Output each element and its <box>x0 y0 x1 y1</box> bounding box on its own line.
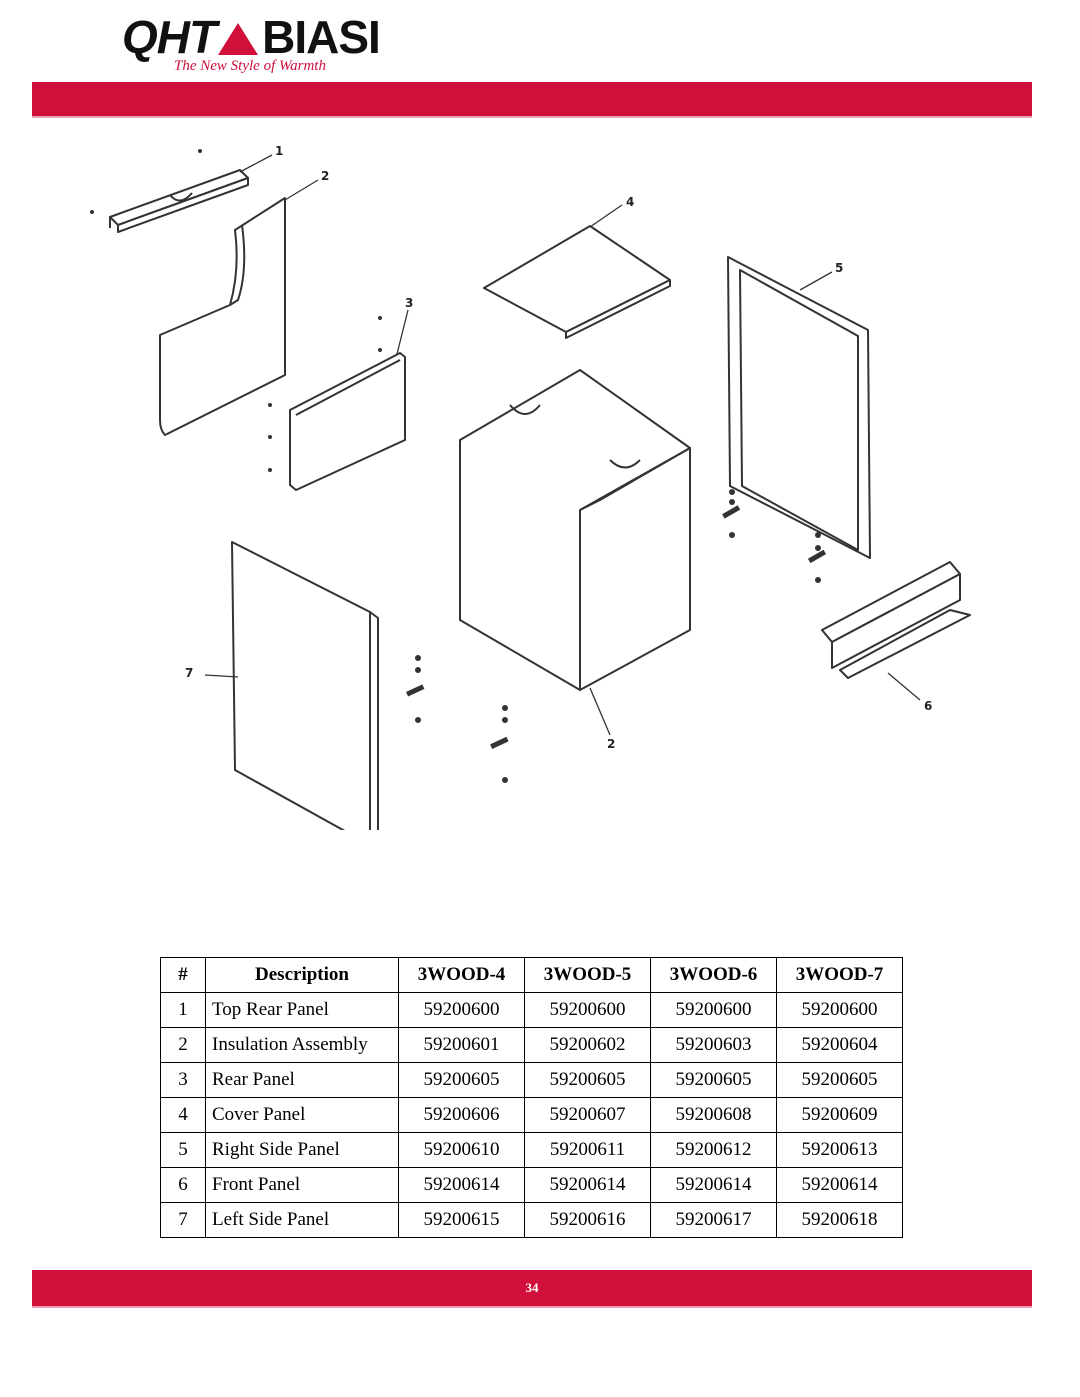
parts-table: # Description 3WOOD-4 3WOOD-5 3WOOD-6 3W… <box>160 957 903 1238</box>
header-3wood-6: 3WOOD-6 <box>650 957 777 993</box>
table-row: 4 Cover Panel 59200606 59200607 59200608… <box>160 1097 903 1133</box>
logo-triangle-icon <box>218 23 259 55</box>
callout-6: 6 <box>924 699 932 713</box>
row-code-3wood-5: 59200600 <box>524 992 651 1028</box>
row-code-3wood-4: 59200605 <box>398 1062 525 1098</box>
row-code-3wood-4: 59200615 <box>398 1202 525 1238</box>
callout-7: 7 <box>185 666 193 680</box>
row-code-3wood-7: 59200618 <box>776 1202 903 1238</box>
table-header-row: # Description 3WOOD-4 3WOOD-5 3WOOD-6 3W… <box>160 957 903 993</box>
row-code-3wood-5: 59200611 <box>524 1132 651 1168</box>
table-row: 5 Right Side Panel 59200610 59200611 592… <box>160 1132 903 1168</box>
brand-logo: QHT BIASI The New Style of Warmth <box>122 11 412 78</box>
part-right-side-panel <box>727 256 871 559</box>
row-description: Right Side Panel <box>205 1132 399 1168</box>
row-code-3wood-7: 59200613 <box>776 1132 903 1168</box>
row-code-3wood-4: 59200600 <box>398 992 525 1028</box>
footer-band: 34 <box>32 1270 1032 1308</box>
table-row: 2 Insulation Assembly 59200601 59200602 … <box>160 1027 903 1063</box>
row-number: 6 <box>160 1167 206 1203</box>
row-number: 3 <box>160 1062 206 1098</box>
row-code-3wood-4: 59200610 <box>398 1132 525 1168</box>
table-row: 6 Front Panel 59200614 59200614 59200614… <box>160 1167 903 1203</box>
part-insulation-panel <box>159 197 286 436</box>
callout-2-bottom: 2 <box>607 737 615 751</box>
row-code-3wood-5: 59200605 <box>524 1062 651 1098</box>
row-code-3wood-7: 59200609 <box>776 1097 903 1133</box>
page-number: 34 <box>525 1280 539 1295</box>
part-cover-panel <box>483 225 671 339</box>
row-code-3wood-4: 59200614 <box>398 1167 525 1203</box>
header-3wood-7: 3WOOD-7 <box>776 957 903 993</box>
logo-qht: QHT <box>122 11 217 63</box>
row-code-3wood-5: 59200614 <box>524 1167 651 1203</box>
row-code-3wood-6: 59200617 <box>650 1202 777 1238</box>
row-code-3wood-6: 59200603 <box>650 1027 777 1063</box>
part-left-side-panel <box>231 541 379 830</box>
logo-biasi: BIASI <box>262 11 381 63</box>
callout-5: 5 <box>835 261 843 275</box>
callout-3: 3 <box>405 296 413 310</box>
row-description: Rear Panel <box>205 1062 399 1098</box>
row-description: Top Rear Panel <box>205 992 399 1028</box>
row-code-3wood-7: 59200600 <box>776 992 903 1028</box>
row-code-3wood-7: 59200605 <box>776 1062 903 1098</box>
part-top-rear-panel <box>109 169 249 233</box>
row-code-3wood-6: 59200608 <box>650 1097 777 1133</box>
row-code-3wood-5: 59200607 <box>524 1097 651 1133</box>
table-row: 1 Top Rear Panel 59200600 59200600 59200… <box>160 992 903 1028</box>
header-number: # <box>160 957 206 993</box>
header-band <box>32 82 1032 118</box>
row-description: Insulation Assembly <box>205 1027 399 1063</box>
header-description: Description <box>205 957 399 993</box>
row-number: 5 <box>160 1132 206 1168</box>
logo-wordmark: QHT BIASI <box>122 10 381 64</box>
callout-4: 4 <box>626 195 634 209</box>
row-code-3wood-6: 59200612 <box>650 1132 777 1168</box>
row-number: 2 <box>160 1027 206 1063</box>
row-number: 1 <box>160 992 206 1028</box>
table-row: 3 Rear Panel 59200605 59200605 59200605 … <box>160 1062 903 1098</box>
table-row: 7 Left Side Panel 59200615 59200616 5920… <box>160 1202 903 1238</box>
row-code-3wood-6: 59200614 <box>650 1167 777 1203</box>
row-code-3wood-7: 59200614 <box>776 1167 903 1203</box>
row-code-3wood-4: 59200601 <box>398 1027 525 1063</box>
part-cabinet-shell <box>459 369 691 691</box>
row-number: 4 <box>160 1097 206 1133</box>
row-description: Cover Panel <box>205 1097 399 1133</box>
row-code-3wood-4: 59200606 <box>398 1097 525 1133</box>
row-code-3wood-6: 59200600 <box>650 992 777 1028</box>
header-3wood-4: 3WOOD-4 <box>398 957 525 993</box>
callout-2-top: 2 <box>321 169 329 183</box>
row-description: Left Side Panel <box>205 1202 399 1238</box>
row-code-3wood-7: 59200604 <box>776 1027 903 1063</box>
part-front-panel <box>821 561 971 679</box>
fasteners <box>90 149 827 783</box>
row-number: 7 <box>160 1202 206 1238</box>
part-rear-panel <box>289 352 406 491</box>
logo-tagline: The New Style of Warmth <box>174 58 326 74</box>
exploded-parts-diagram: 1 2 3 4 5 6 7 2 <box>90 144 971 830</box>
header-3wood-5: 3WOOD-5 <box>524 957 651 993</box>
callout-1: 1 <box>275 144 283 158</box>
row-code-3wood-5: 59200602 <box>524 1027 651 1063</box>
row-description: Front Panel <box>205 1167 399 1203</box>
row-code-3wood-5: 59200616 <box>524 1202 651 1238</box>
row-code-3wood-6: 59200605 <box>650 1062 777 1098</box>
